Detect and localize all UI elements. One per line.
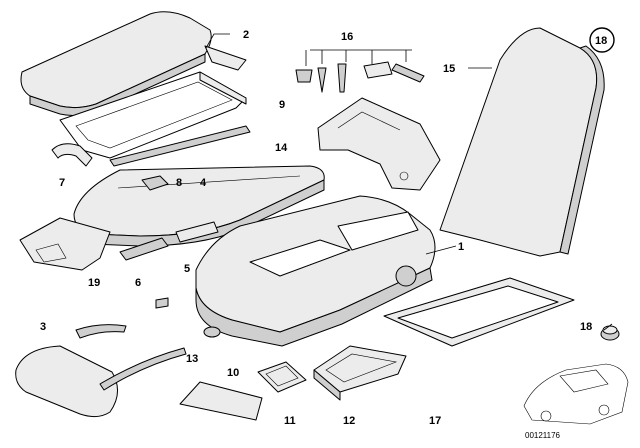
- callout-labels: 2 16 15 9 14 7 8 4 1 5 19 6 3 18 13 10 1…: [40, 29, 592, 427]
- callout-6: 6: [135, 277, 141, 289]
- part-9-lid-frame[interactable]: [59, 71, 247, 159]
- document-number: 00121176: [525, 431, 561, 440]
- callout-11: 11: [284, 415, 296, 427]
- callout-12: 12: [343, 415, 355, 427]
- part-19-rear-cover[interactable]: [19, 217, 111, 271]
- part-15-side-panel[interactable]: [439, 27, 605, 257]
- part-5-console-strip[interactable]: [175, 221, 219, 243]
- part-14-trim-strip[interactable]: [109, 125, 251, 167]
- part-8-latch[interactable]: [141, 175, 169, 191]
- callout-5: 5: [184, 263, 190, 275]
- leader-lines: [205, 33, 613, 331]
- callout-14: 14: [275, 142, 288, 154]
- callout-8: 8: [176, 177, 182, 189]
- part-3-cushion[interactable]: [15, 324, 127, 418]
- part-16-fasteners[interactable]: [295, 49, 425, 93]
- part-11-small-tray[interactable]: [257, 361, 307, 393]
- callout-2: 2: [243, 29, 249, 41]
- callout-1: 1: [458, 241, 464, 253]
- callout-4: 4: [200, 177, 207, 189]
- callout-9: 9: [279, 99, 285, 111]
- callout-16: 16: [341, 31, 353, 43]
- callout-7: 7: [59, 177, 65, 189]
- callout-18: 18: [580, 321, 592, 333]
- callout-17: 17: [429, 415, 441, 427]
- part-10-pad[interactable]: [179, 381, 263, 421]
- part-1-console-housing[interactable]: [195, 195, 436, 347]
- part-7-clip[interactable]: [51, 143, 93, 167]
- part-6-trim-piece[interactable]: [119, 237, 169, 261]
- part-2-armrest-lid[interactable]: [20, 11, 247, 117]
- grommet[interactable]: [203, 326, 221, 338]
- callout-19: 19: [88, 277, 100, 289]
- callout-3: 3: [40, 321, 46, 333]
- part-12-box[interactable]: [313, 345, 407, 401]
- part-13-strap[interactable]: [99, 297, 187, 391]
- part-bracket[interactable]: [317, 97, 441, 191]
- callout-13: 13: [186, 353, 198, 365]
- vehicle-silhouette-icon: [523, 363, 629, 425]
- callout-18-circled: 18: [589, 27, 615, 53]
- callout-10: 10: [227, 367, 239, 379]
- part-18-cap[interactable]: [600, 325, 620, 341]
- callout-18-circled-text: 18: [595, 35, 607, 47]
- part-17-floor-tray[interactable]: [383, 277, 575, 347]
- callout-15: 15: [443, 63, 455, 75]
